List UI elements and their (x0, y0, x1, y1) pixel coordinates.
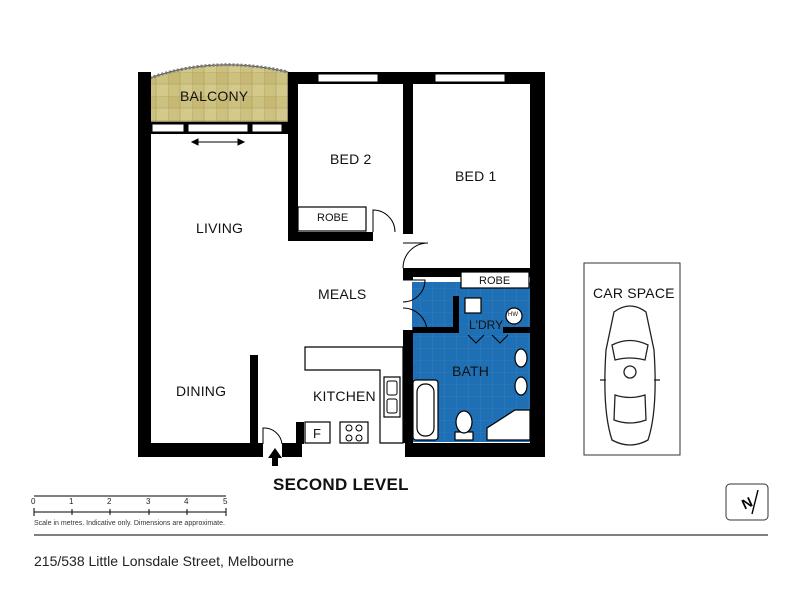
room-label-living: LIVING (196, 220, 244, 236)
north-compass-icon: N (725, 483, 769, 521)
bath-fixtures (412, 297, 531, 441)
room-label-laundry: L'DRY (469, 318, 504, 332)
hot-water-label: HW (508, 312, 518, 318)
scale-tick-0: 0 (31, 497, 36, 506)
scale-tick-1: 1 (69, 497, 74, 506)
robes (297, 206, 530, 289)
kitchen-benches (304, 346, 404, 444)
entry-arrow-icon (268, 448, 282, 466)
sliding-door-arrows (190, 138, 246, 146)
cooktop-icon (345, 424, 363, 442)
divider-lines (34, 495, 768, 536)
room-label-meals: MEALS (318, 286, 367, 302)
kitchen-sink-icon (386, 380, 398, 414)
door-swings (262, 209, 509, 445)
robe-label-bed1: ROBE (479, 275, 511, 287)
scale-bar (33, 508, 227, 516)
scale-tick-5: 5 (223, 497, 228, 506)
room-label-bed1: BED 1 (455, 168, 497, 184)
car-icon (600, 305, 660, 446)
robe-label-bed2: ROBE (317, 212, 349, 224)
fridge-label: F (313, 426, 322, 441)
scale-tick-2: 2 (107, 497, 112, 506)
car-space (583, 262, 681, 456)
windows (151, 73, 506, 133)
scale-note: Scale in metres. Indicative only. Dimens… (34, 520, 225, 527)
level-title: SECOND LEVEL (273, 475, 409, 494)
room-label-car-space: CAR SPACE (593, 285, 675, 301)
scale-tick-3: 3 (146, 497, 151, 506)
room-label-bath: BATH (452, 363, 490, 379)
room-label-balcony: BALCONY (180, 88, 249, 104)
property-address: 215/538 Little Lonsdale Street, Melbourn… (34, 553, 294, 569)
scale-tick-4: 4 (184, 497, 189, 506)
room-label-kitchen: KITCHEN (313, 388, 376, 404)
room-label-bed2: BED 2 (330, 151, 372, 167)
room-label-dining: DINING (176, 383, 227, 399)
